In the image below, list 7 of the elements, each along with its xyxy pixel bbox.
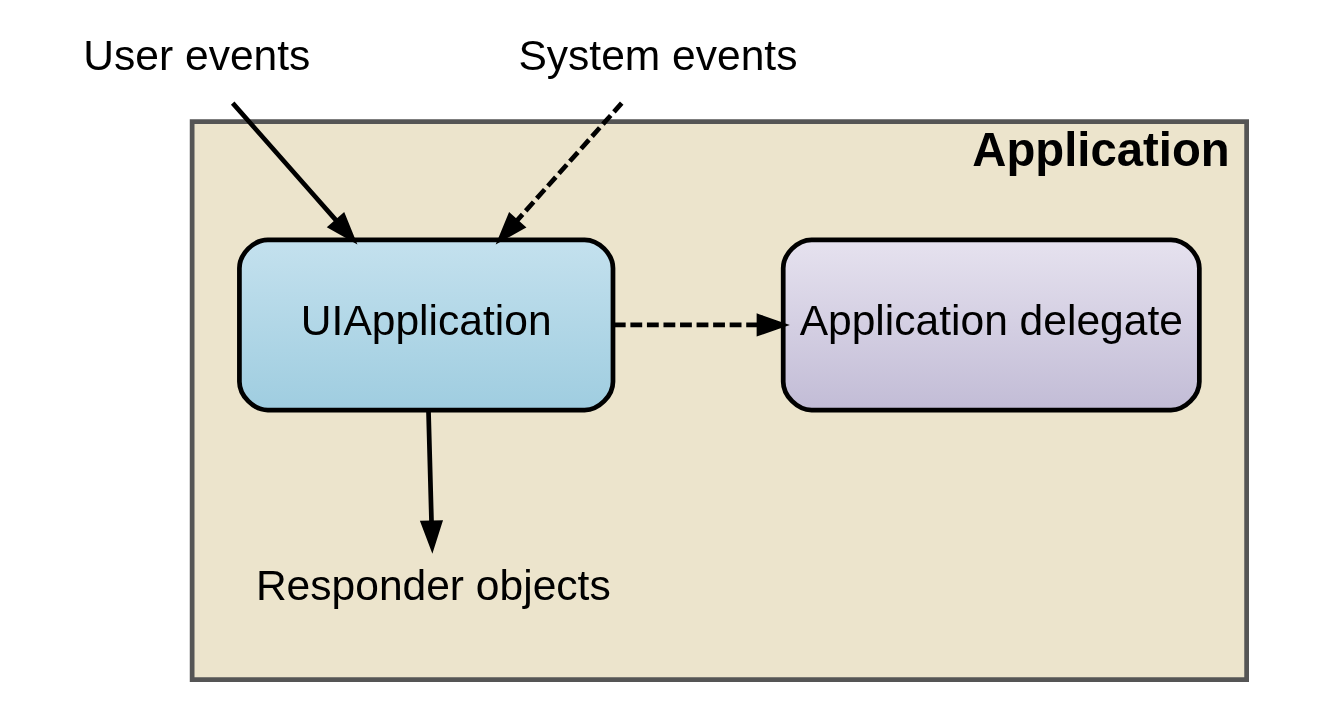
node-text: User events bbox=[82, 31, 310, 80]
node-box: UIApplication bbox=[236, 237, 615, 413]
arrow bbox=[419, 410, 443, 554]
node-text: Responder objects bbox=[255, 561, 611, 610]
node-text: System events bbox=[517, 31, 797, 80]
node-box: Application delegate bbox=[780, 237, 1202, 413]
arrow bbox=[613, 313, 790, 337]
